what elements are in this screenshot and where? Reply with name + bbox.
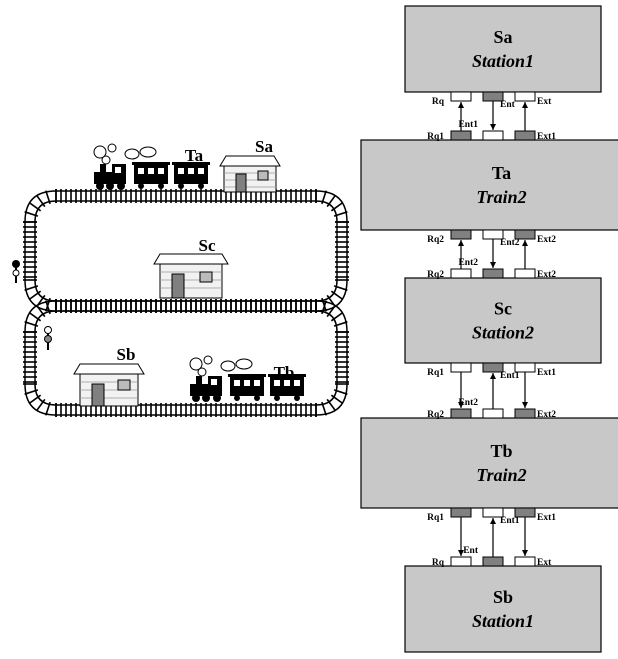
port-label: Ext2 [537, 410, 556, 420]
port [451, 557, 471, 566]
railway-scene: Ta [12, 137, 349, 417]
train-tb-label: Tb [274, 363, 295, 382]
port-label: Ent2 [500, 238, 520, 248]
port-label: Ent1 [458, 120, 478, 130]
port [515, 269, 535, 278]
wagon-icon [228, 374, 266, 401]
port [451, 508, 471, 517]
port-label: Ext [537, 558, 552, 568]
port [451, 269, 471, 278]
port-label: Ext1 [537, 132, 556, 142]
locomotive-icon [190, 356, 222, 402]
block-box [361, 140, 618, 230]
signal-icon [12, 260, 20, 283]
port-label: Ent [500, 100, 516, 110]
block-type: Station2 [472, 323, 534, 343]
station-sa-label: Sa [255, 137, 273, 156]
port [515, 131, 535, 140]
port-label: Ext2 [537, 235, 556, 245]
port [483, 269, 503, 278]
port [515, 557, 535, 566]
bottom-track-loop [23, 299, 349, 417]
port-label: Ext2 [537, 270, 556, 280]
port-label: Rq2 [427, 410, 444, 420]
port [483, 409, 503, 418]
port [451, 409, 471, 418]
block-box [405, 6, 601, 92]
port [515, 409, 535, 418]
port-label: Rq [432, 97, 445, 107]
port [515, 92, 535, 101]
block-box [361, 418, 618, 508]
port-label: Ent2 [458, 258, 478, 268]
wagon-icon [132, 162, 170, 189]
block-box [405, 278, 601, 363]
port-label: Rq1 [427, 132, 444, 142]
port-label: Rq1 [427, 368, 444, 378]
port [483, 557, 503, 566]
port [451, 363, 471, 372]
block-name: Sb [493, 587, 513, 607]
signal-icon [45, 326, 52, 350]
block-box [405, 566, 601, 652]
station-sa-house [220, 156, 280, 192]
smoke-icon [125, 147, 156, 159]
port-label: Ent [463, 546, 479, 556]
block-name: Sc [494, 299, 512, 319]
block-diagram: SaStation1TaTrain2ScStation2TbTrain2SbSt… [361, 6, 618, 652]
locomotive-icon [94, 144, 126, 190]
station-sb-label: Sb [117, 345, 136, 364]
port-label: Ext [537, 97, 552, 107]
port-label: Rq2 [427, 235, 444, 245]
port-label: Rq2 [427, 270, 444, 280]
port-label: Ext1 [537, 368, 556, 378]
station-sb-house [74, 364, 144, 406]
block-type: Train2 [476, 465, 526, 485]
block-type: Train2 [476, 187, 526, 207]
port-label: Ext1 [537, 513, 556, 523]
train-ta-label: Ta [185, 146, 204, 165]
port-label: Rq [432, 558, 445, 568]
block-name: Sa [493, 27, 512, 47]
block-name: Ta [492, 163, 511, 183]
wagon-icon [172, 162, 210, 189]
port [451, 131, 471, 140]
port [451, 230, 471, 239]
port [483, 131, 503, 140]
block-type: Station1 [472, 611, 534, 631]
block-name: Tb [490, 441, 512, 461]
block-type: Station1 [472, 51, 534, 71]
smoke-icon [221, 359, 252, 371]
station-sc-house [154, 254, 228, 298]
port-label: Ent1 [500, 371, 520, 381]
station-sc-label: Sc [199, 236, 216, 255]
port-label: Ent1 [500, 516, 520, 526]
port [451, 92, 471, 101]
port-label: Ent2 [458, 398, 478, 408]
port-label: Rq1 [427, 513, 444, 523]
